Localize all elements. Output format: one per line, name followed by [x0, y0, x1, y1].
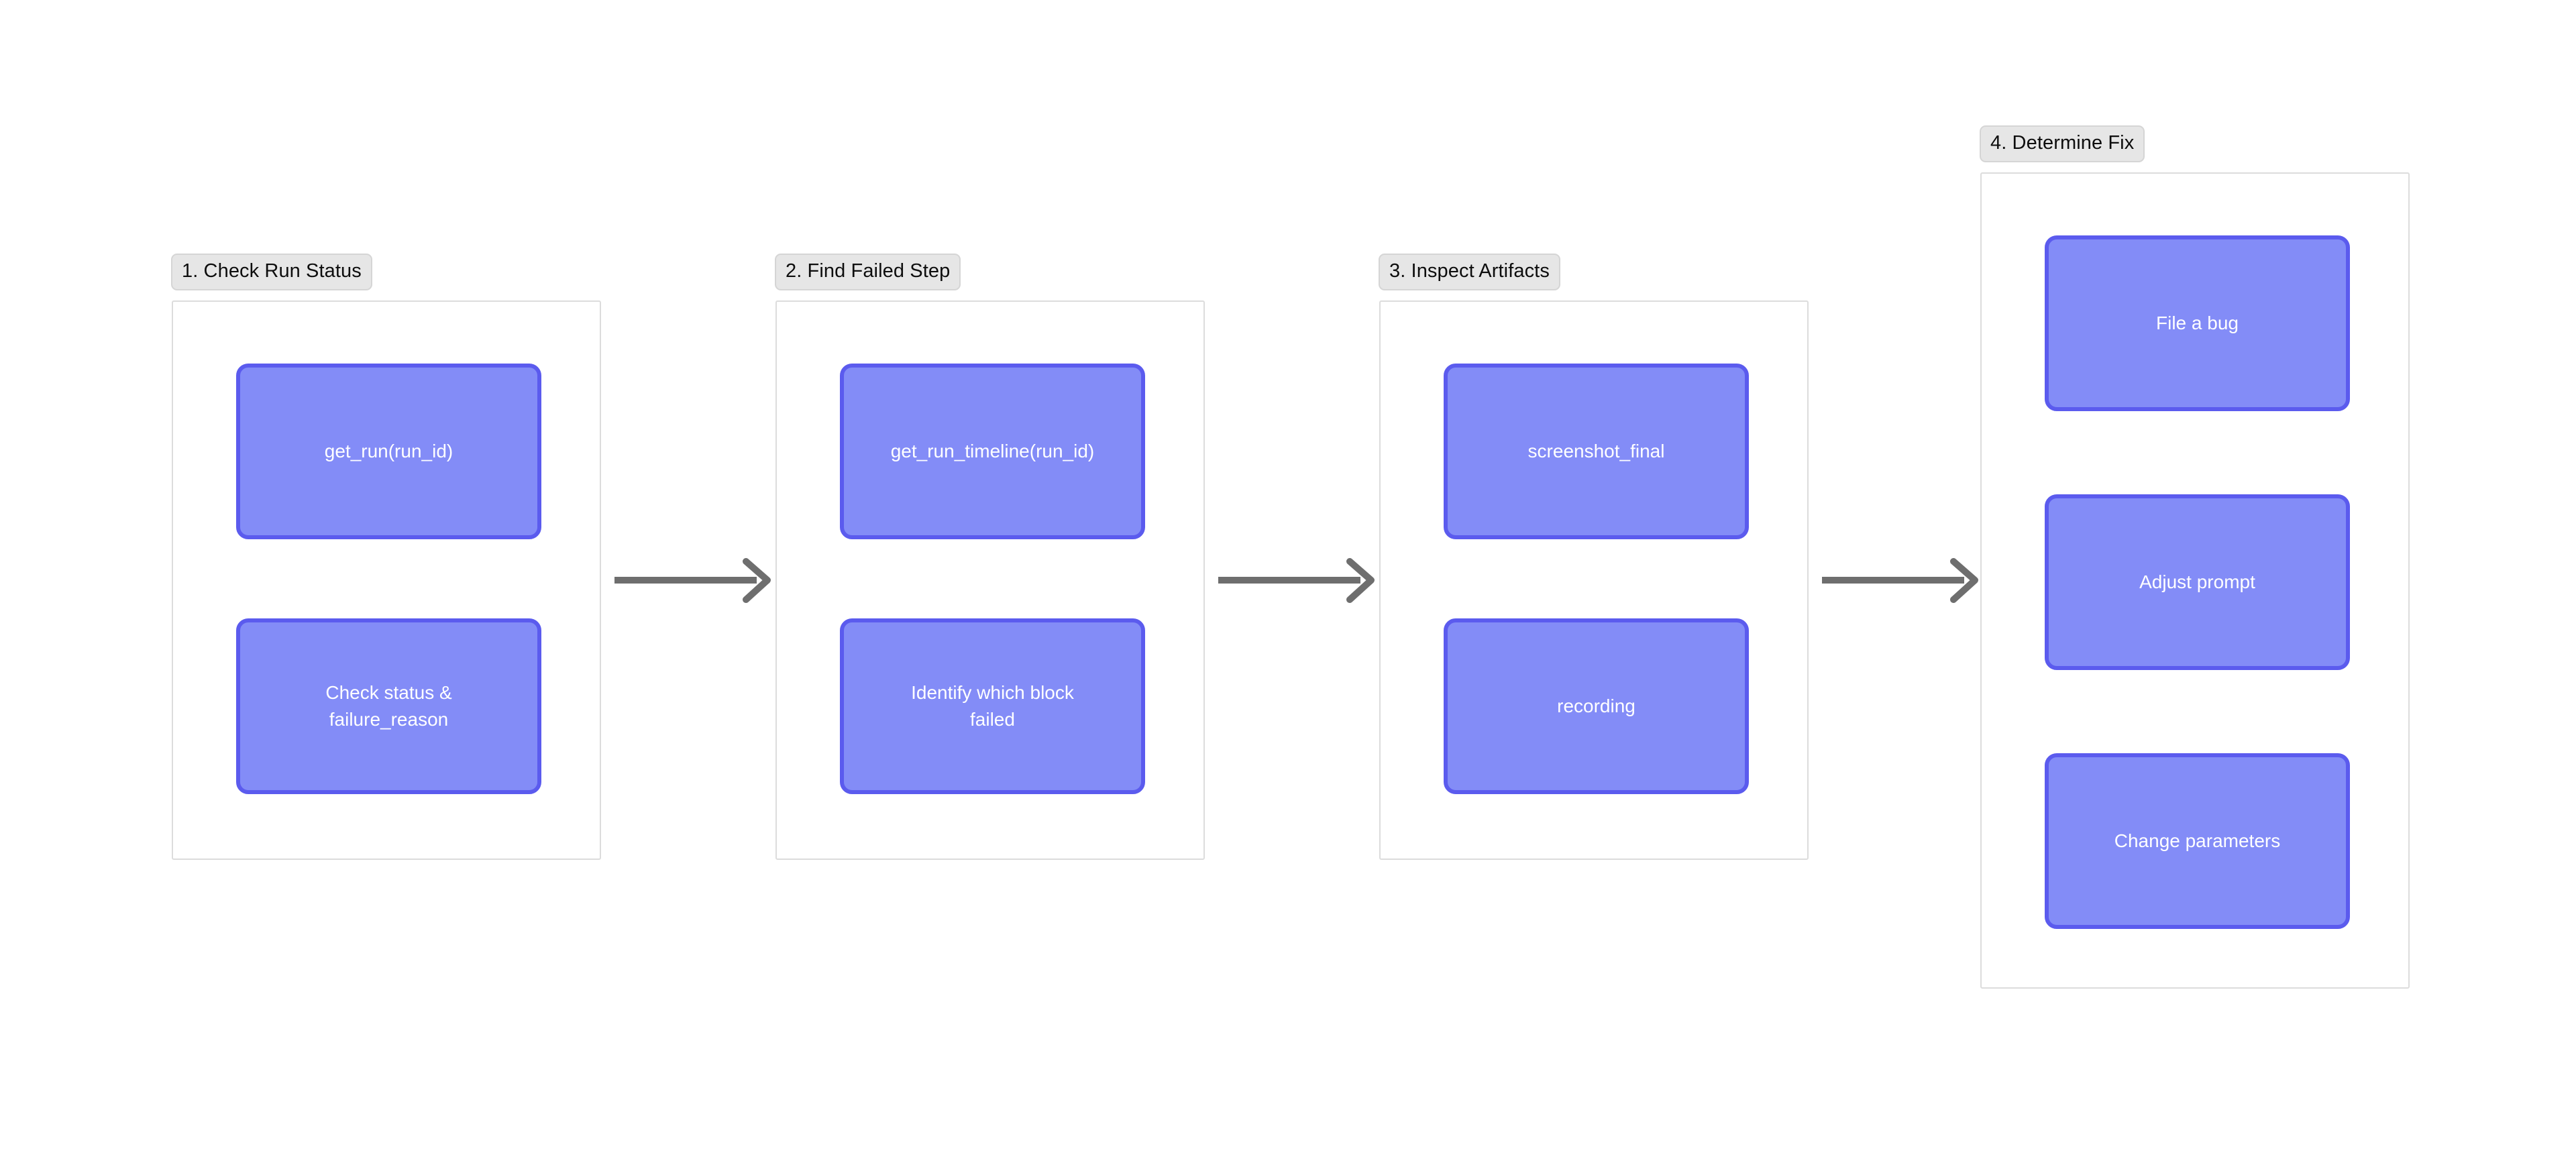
group-label-1: 1. Check Run Status: [171, 254, 372, 290]
node-label: recording: [1557, 696, 1635, 717]
node-label: get_run_timeline(run_id): [890, 441, 1095, 462]
arrow-3-4: [1822, 558, 1978, 603]
node-recording[interactable]: recording: [1444, 618, 1749, 794]
node-get-run[interactable]: get_run(run_id): [236, 364, 541, 539]
group-label-4: 4. Determine Fix: [1980, 125, 2145, 162]
group-container-3: screenshot_final recording: [1379, 300, 1809, 860]
arrow-1-2: [614, 558, 771, 603]
node-label: screenshot_final: [1527, 441, 1665, 462]
node-change-parameters[interactable]: Change parameters: [2045, 753, 2350, 929]
node-adjust-prompt[interactable]: Adjust prompt: [2045, 494, 2350, 670]
node-check-status[interactable]: Check status & failure_reason: [236, 618, 541, 794]
group-label-3: 3. Inspect Artifacts: [1379, 254, 1560, 290]
node-label: Change parameters: [2114, 830, 2281, 852]
node-identify-block[interactable]: Identify which block failed: [840, 618, 1145, 794]
node-get-run-timeline[interactable]: get_run_timeline(run_id): [840, 364, 1145, 539]
group-container-4: File a bug Adjust prompt Change paramete…: [1980, 172, 2410, 989]
arrow-2-3: [1218, 558, 1375, 603]
node-label: Adjust prompt: [2139, 571, 2255, 593]
node-label: Identify which block failed: [911, 682, 1074, 730]
group-label-2: 2. Find Failed Step: [775, 254, 961, 290]
group-container-2: get_run_timeline(run_id) Identify which …: [775, 300, 1205, 860]
group-container-1: get_run(run_id) Check status & failure_r…: [172, 300, 601, 860]
node-label: Check status & failure_reason: [325, 682, 452, 730]
node-label: get_run(run_id): [324, 441, 453, 462]
node-screenshot-final[interactable]: screenshot_final: [1444, 364, 1749, 539]
node-label: File a bug: [2156, 313, 2239, 334]
node-file-a-bug[interactable]: File a bug: [2045, 235, 2350, 411]
